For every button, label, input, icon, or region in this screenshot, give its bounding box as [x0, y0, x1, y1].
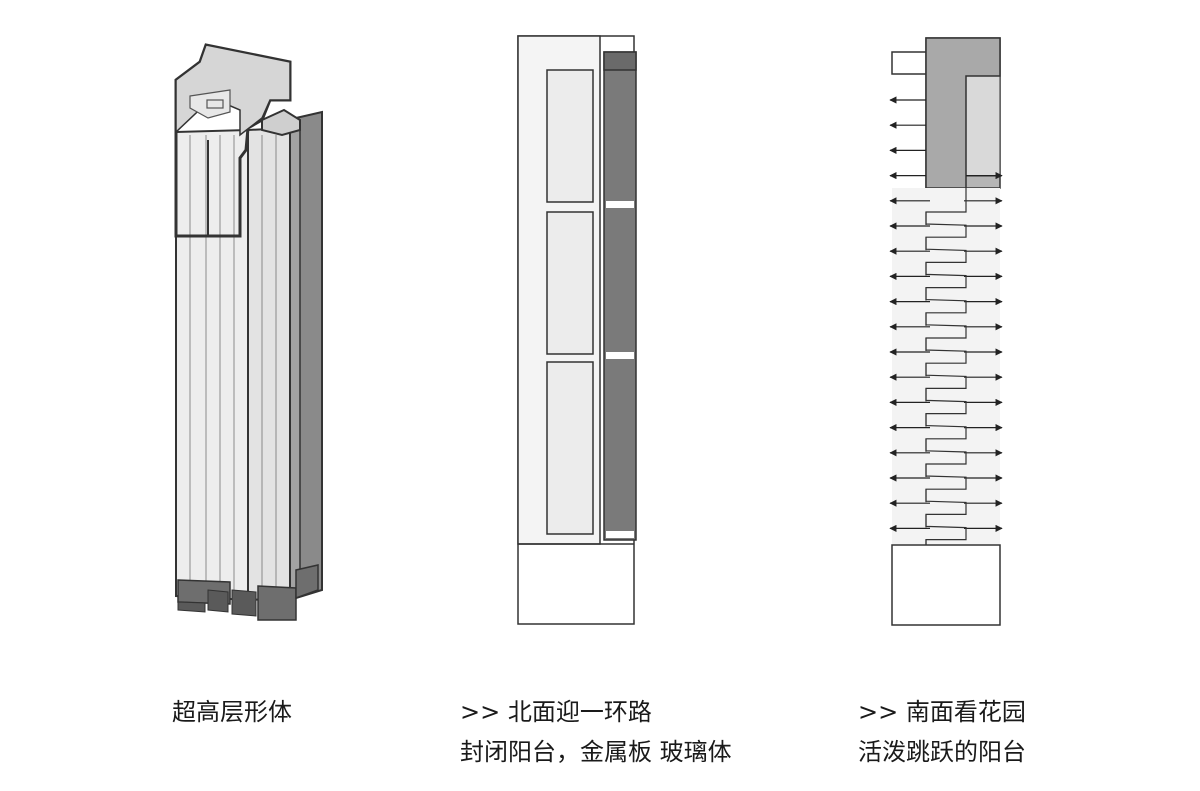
caption-south-desc: 活泼跳跃的阳台: [858, 738, 1026, 766]
south-balconies: [889, 96, 1003, 553]
massing-tower-drawing: [174, 43, 323, 621]
south-elevation-drawing: [889, 37, 1003, 626]
caption-massing: 超高层形体: [172, 698, 292, 726]
caption-north-desc: 封闭阳台，金属板 玻璃体: [460, 738, 732, 766]
caption-north-title: >> 北面迎一环路: [460, 698, 652, 726]
caption-south-title: >> 南面看花园: [858, 698, 1026, 726]
north-elevation-drawing: [517, 35, 637, 625]
